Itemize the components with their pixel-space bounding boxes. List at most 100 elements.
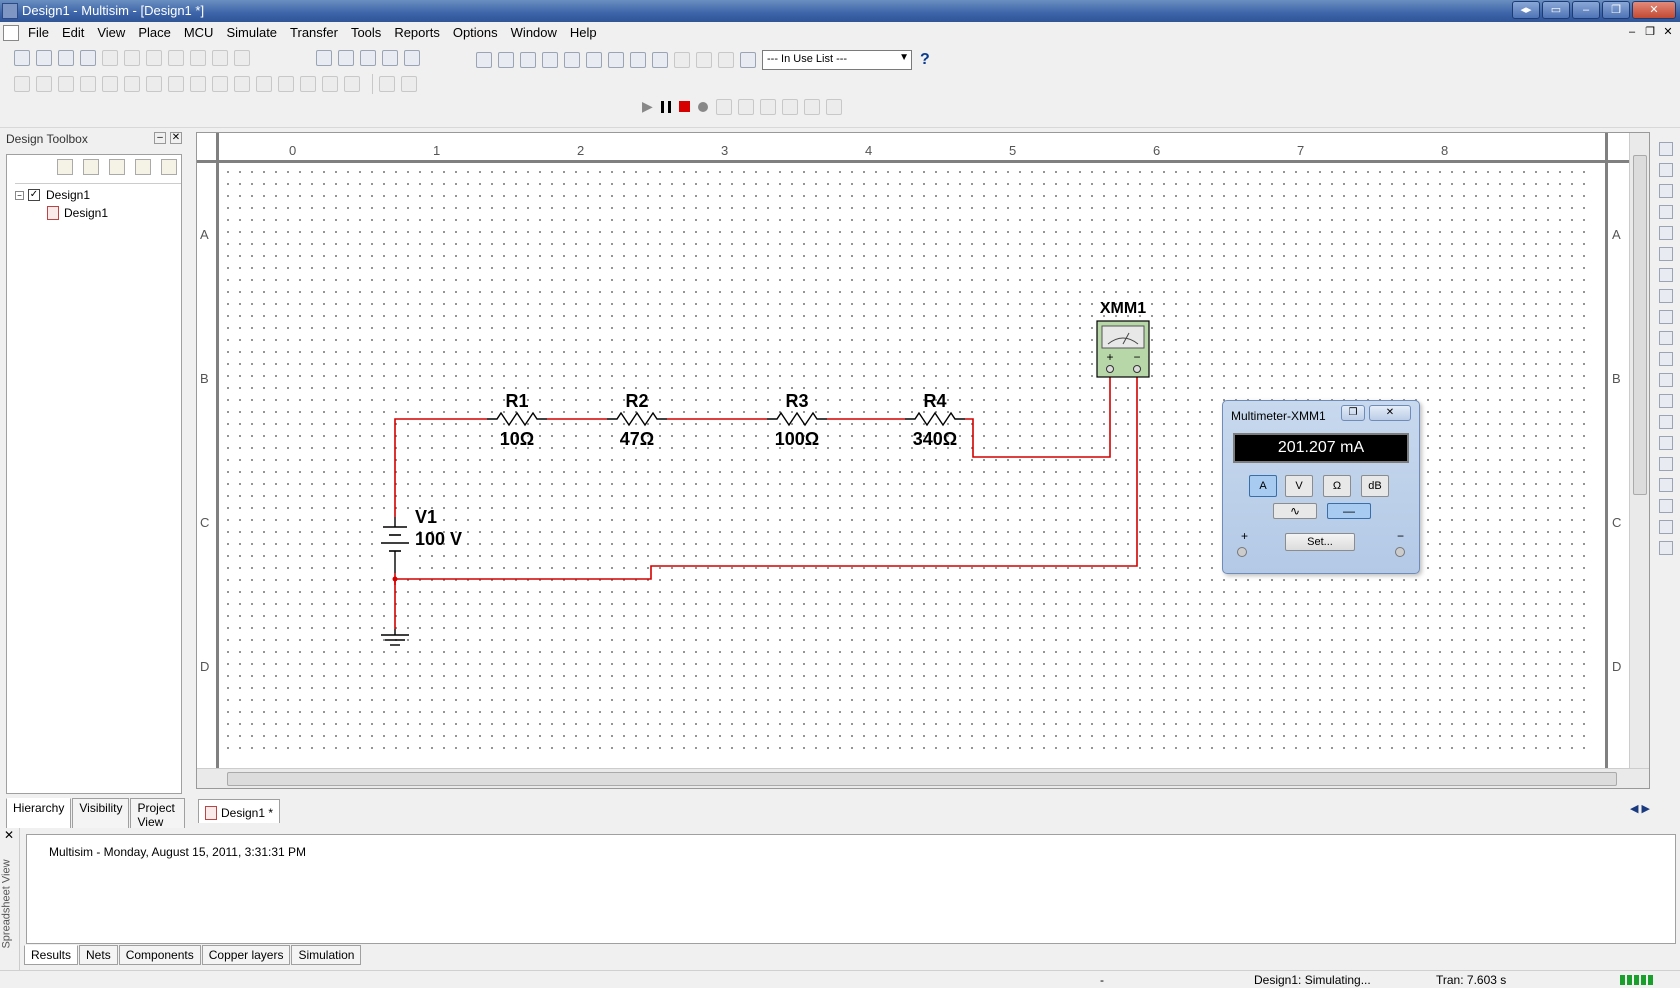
menu-view[interactable]: View (97, 25, 126, 40)
spreadsheet-close-button[interactable]: ✕ (4, 828, 15, 842)
labview-instrument-icon[interactable] (1659, 520, 1673, 534)
multisim-app-icon[interactable] (2, 3, 18, 19)
multimeter-minus-terminal[interactable] (1395, 547, 1405, 557)
mode-ammeter-button[interactable]: A (1249, 475, 1277, 497)
pause-simulation-icon[interactable] (660, 100, 671, 113)
zoom-out-icon[interactable] (360, 50, 376, 66)
close-button[interactable]: ✕ (1632, 1, 1676, 19)
place-mcu-icon[interactable] (344, 76, 360, 92)
redo-icon[interactable] (234, 50, 250, 66)
horizontal-scroll-thumb[interactable] (227, 772, 1617, 786)
menu-place[interactable]: Place (138, 25, 171, 40)
place-misc-digital-icon[interactable] (168, 76, 184, 92)
open-sample-icon[interactable] (58, 50, 74, 66)
maximize-button[interactable]: ❐ (1602, 1, 1630, 19)
undo-icon[interactable] (212, 50, 228, 66)
print-icon[interactable] (102, 50, 118, 66)
search-icon[interactable] (476, 52, 492, 68)
tab-design1[interactable]: Design1 * (198, 799, 281, 823)
menu-edit[interactable]: Edit (61, 25, 85, 40)
place-mixed-icon[interactable] (190, 76, 206, 92)
print-preview-icon[interactable] (124, 50, 140, 66)
vertical-scroll-thumb[interactable] (1633, 155, 1647, 495)
checkbox-icon[interactable]: ✓ (28, 189, 40, 201)
tab-project-view[interactable]: Project View (130, 798, 185, 832)
step-into-icon[interactable] (737, 98, 754, 115)
current-probe-icon[interactable] (1659, 541, 1673, 555)
menu-options[interactable]: Options (452, 25, 498, 40)
multimeter-close-button[interactable]: ✕ (1369, 405, 1411, 421)
restore-window-button[interactable]: ▭ (1542, 1, 1570, 19)
multimeter-xmm1[interactable] (1096, 320, 1150, 378)
toggle-spreadsheet-icon[interactable] (520, 52, 536, 68)
tab-simulation[interactable]: Simulation (291, 945, 362, 965)
frequency-counter-icon[interactable] (1659, 268, 1673, 282)
step-out-icon[interactable] (781, 98, 798, 115)
close-design-icon[interactable] (161, 159, 177, 175)
resistor-r3[interactable] (767, 411, 827, 427)
place-cmos-icon[interactable] (146, 76, 162, 92)
zoom-fit-icon[interactable] (404, 50, 420, 66)
open-design-icon[interactable] (83, 159, 99, 175)
mdi-minimize-button[interactable]: – (1628, 26, 1636, 38)
zoom-area-icon[interactable] (382, 50, 398, 66)
iv-analyzer-icon[interactable] (1659, 352, 1673, 366)
tektronix-oscilloscope-icon[interactable] (1659, 499, 1673, 513)
switch-window-button[interactable]: ◂▸ (1512, 1, 1540, 19)
grapher-icon[interactable] (608, 52, 624, 68)
bode-plotter-icon[interactable] (1659, 247, 1673, 261)
postprocessor-icon[interactable] (586, 52, 602, 68)
collapse-icon[interactable]: − (15, 190, 24, 200)
oscilloscope-icon[interactable] (1659, 205, 1673, 219)
menu-window[interactable]: Window (510, 25, 557, 40)
wire-r4-to-meter[interactable] (965, 369, 1111, 458)
wattmeter-icon[interactable] (1659, 184, 1673, 198)
agilent-generator-icon[interactable] (1659, 436, 1673, 450)
menu-transfer[interactable]: Transfer (290, 25, 338, 40)
zoom-in-icon[interactable] (338, 50, 354, 66)
battery-v1[interactable] (379, 517, 411, 573)
tab-copper-layers[interactable]: Copper layers (201, 945, 291, 965)
step-over-icon[interactable] (759, 98, 776, 115)
tab-results[interactable]: Results (24, 945, 79, 965)
toolbox-minimize-button[interactable]: – (154, 132, 166, 144)
network-analyzer-icon[interactable] (1659, 415, 1673, 429)
spectrum-analyzer-icon[interactable] (1659, 394, 1673, 408)
place-misc-icon[interactable] (256, 76, 272, 92)
distortion-analyzer-icon[interactable] (1659, 373, 1673, 387)
resistor-r1[interactable] (487, 411, 547, 427)
cut-icon[interactable] (146, 50, 162, 66)
resistor-r2[interactable] (607, 411, 667, 427)
multimeter-window[interactable]: Multimeter-XMM1 ❐ ✕ 201.207 mA A V Ω dB … (1222, 400, 1420, 574)
four-channel-oscilloscope-icon[interactable] (1659, 226, 1673, 240)
paste-icon[interactable] (190, 50, 206, 66)
tab-prev-icon[interactable]: ◀ (1630, 803, 1639, 815)
transfer-icon[interactable] (740, 52, 756, 68)
toolbox-close-button[interactable]: ✕ (170, 132, 182, 144)
place-transistor-icon[interactable] (80, 76, 96, 92)
multimeter-restore-button[interactable]: ❐ (1341, 405, 1365, 421)
place-bus-icon[interactable] (401, 76, 417, 92)
place-analog-icon[interactable] (102, 76, 118, 92)
horizontal-scrollbar[interactable] (197, 768, 1649, 788)
ac-mode-button[interactable]: ∿ (1273, 503, 1317, 519)
menu-mcu[interactable]: MCU (183, 25, 214, 40)
place-diode-icon[interactable] (58, 76, 74, 92)
new-window-icon[interactable] (135, 159, 151, 175)
resistor-r4[interactable] (905, 411, 965, 427)
fullscreen-icon[interactable] (316, 50, 332, 66)
save-design-icon[interactable] (109, 159, 125, 175)
place-hierarchical-icon[interactable] (379, 76, 395, 92)
breakpoint-icon[interactable] (825, 98, 842, 115)
new-design-icon[interactable] (57, 159, 73, 175)
menu-tools[interactable]: Tools (350, 25, 382, 40)
ground-symbol[interactable] (381, 629, 409, 646)
place-power-icon[interactable] (234, 76, 250, 92)
run-simulation-icon[interactable]: ▶ (642, 98, 653, 114)
schematic-workspace[interactable]: 0 1 2 3 4 5 6 7 8 A B C D A B C D (196, 132, 1650, 789)
erc-icon[interactable] (630, 52, 646, 68)
stop-simulation-icon[interactable] (678, 101, 690, 112)
open-file-icon[interactable] (36, 50, 52, 66)
logic-analyzer-icon[interactable] (1659, 310, 1673, 324)
place-source-icon[interactable] (14, 76, 30, 92)
